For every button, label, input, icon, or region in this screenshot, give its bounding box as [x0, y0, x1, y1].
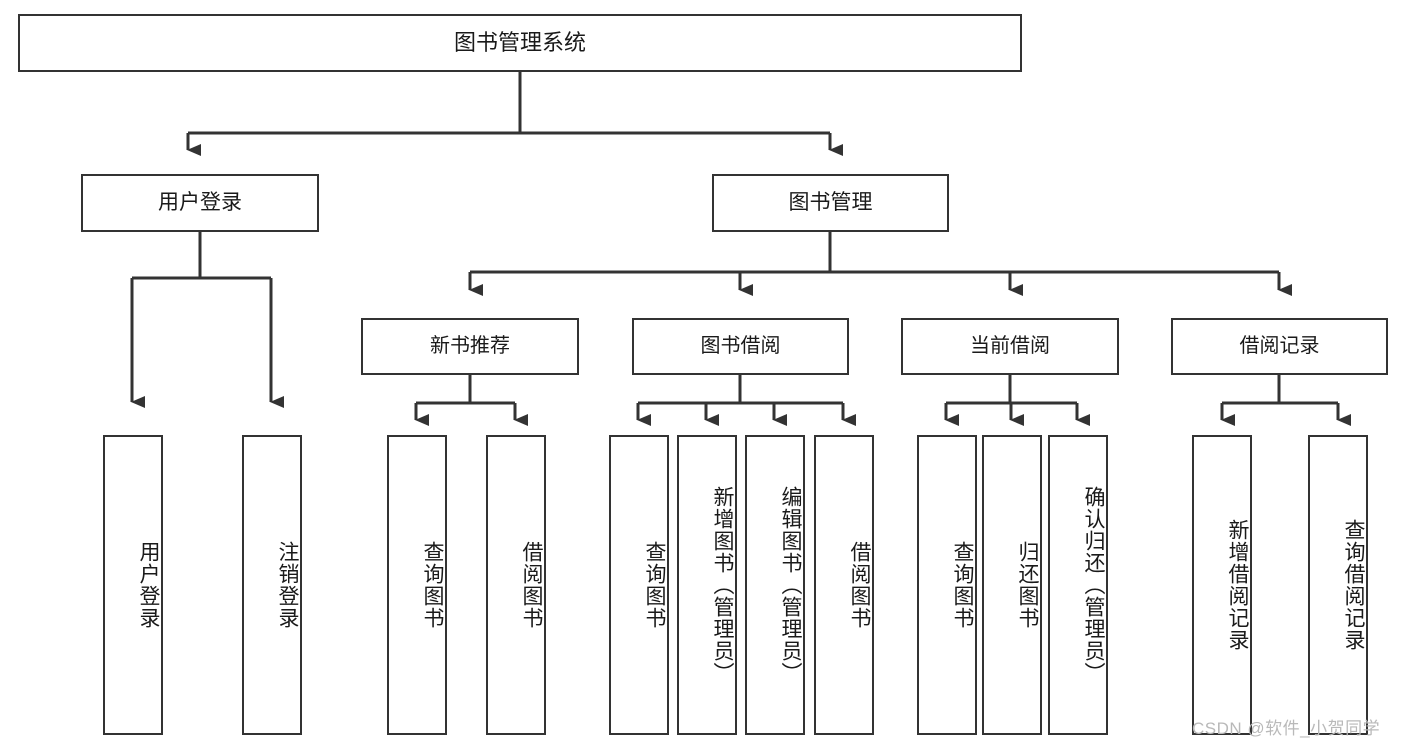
leaf-query-book-1[interactable]: 查询图书 [387, 435, 447, 735]
leaf-query-book-3-label: 查询图书 [951, 541, 974, 629]
node-current-borrow-label: 当前借阅 [970, 335, 1050, 358]
leaf-query-record[interactable]: 查询借阅记录 [1308, 435, 1368, 735]
leaf-confirm-return[interactable]: 确认归还（管理员） [1048, 435, 1108, 735]
node-borrow-record-label: 借阅记录 [1239, 335, 1320, 358]
node-root[interactable]: 图书管理系统 [18, 14, 1022, 72]
leaf-add-record-label: 新增借阅记录 [1226, 519, 1249, 651]
node-current-borrow[interactable]: 当前借阅 [901, 318, 1119, 375]
leaf-add-book[interactable]: 新增图书（管理员） [677, 435, 737, 735]
csdn-watermark: CSDN @软件_小贺同学 [1192, 719, 1381, 738]
leaf-borrow-book-2-label: 借阅图书 [848, 541, 871, 629]
node-user-login-label: 用户登录 [158, 191, 242, 215]
node-borrow-record[interactable]: 借阅记录 [1171, 318, 1388, 375]
leaf-user-login-label: 用户登录 [137, 541, 160, 629]
leaf-user-login[interactable]: 用户登录 [103, 435, 163, 735]
leaf-borrow-book-2[interactable]: 借阅图书 [814, 435, 874, 735]
node-new-book-recommend[interactable]: 新书推荐 [361, 318, 579, 375]
leaf-add-book-label: 新增图书（管理员） [711, 486, 734, 684]
leaf-add-record[interactable]: 新增借阅记录 [1192, 435, 1252, 735]
node-book-borrow[interactable]: 图书借阅 [632, 318, 849, 375]
leaf-query-record-label: 查询借阅记录 [1342, 519, 1365, 651]
leaf-confirm-return-label: 确认归还（管理员） [1082, 486, 1105, 684]
leaf-query-book-2[interactable]: 查询图书 [609, 435, 669, 735]
node-book-borrow-label: 图书借阅 [700, 335, 781, 358]
node-book-management-label: 图书管理 [788, 191, 873, 215]
leaf-return-book-label: 归还图书 [1016, 541, 1039, 629]
leaf-borrow-book-1[interactable]: 借阅图书 [486, 435, 546, 735]
node-new-book-recommend-label: 新书推荐 [430, 335, 510, 358]
leaf-logout-login-label: 注销登录 [276, 541, 299, 629]
node-root-label: 图书管理系统 [453, 29, 586, 55]
leaf-query-book-2-label: 查询图书 [643, 541, 666, 629]
node-user-login[interactable]: 用户登录 [81, 174, 319, 232]
node-book-management[interactable]: 图书管理 [712, 174, 949, 232]
leaf-borrow-book-1-label: 借阅图书 [520, 541, 543, 629]
leaf-return-book[interactable]: 归还图书 [982, 435, 1042, 735]
leaf-logout-login[interactable]: 注销登录 [242, 435, 302, 735]
leaf-edit-book-label: 编辑图书（管理员） [779, 486, 802, 684]
leaf-query-book-1-label: 查询图书 [421, 541, 444, 629]
leaf-edit-book[interactable]: 编辑图书（管理员） [745, 435, 805, 735]
leaf-query-book-3[interactable]: 查询图书 [917, 435, 977, 735]
